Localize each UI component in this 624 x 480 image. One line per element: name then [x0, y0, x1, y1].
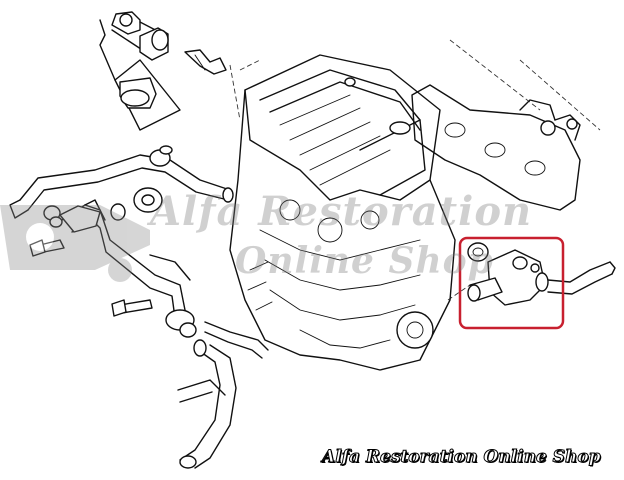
leader-lines [229, 39, 601, 301]
sensor-group [99, 11, 227, 131]
watermark-line-1: Alfa Restoration [150, 188, 533, 235]
highlight-box [458, 236, 565, 330]
cart-wheel-logo [0, 205, 150, 282]
thermostat-housing [467, 242, 616, 306]
lower-coolant-pipe [59, 199, 197, 338]
engine-block [229, 54, 456, 371]
small-parts [29, 187, 163, 317]
upper-coolant-pipe [9, 145, 234, 219]
intake-manifold [411, 84, 581, 211]
footer-brand-text: Alfa Restoration Online Shop [322, 447, 602, 468]
watermark-line-2: Online Shop [235, 240, 494, 282]
lower-hoses [177, 321, 269, 469]
